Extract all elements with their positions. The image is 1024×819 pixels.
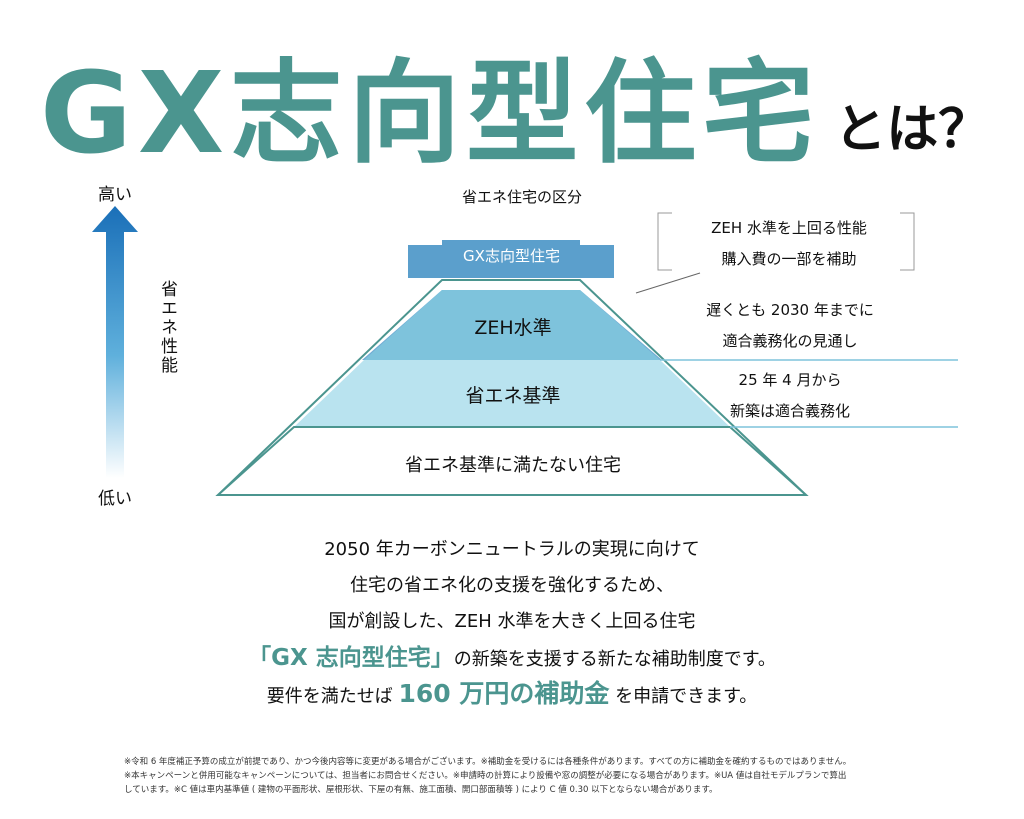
description-line-5-post: を申請できます。 [615,686,758,707]
axis-high-label: 高い [98,185,132,205]
pyramid-tier-zeh [364,290,660,360]
footnote-2: ※本キャンペーンと併用可能なキャンペーンについては、担当者にお問合せください。※… [124,771,847,781]
callout-bracket-right [900,212,915,271]
axis-label: 省エネ性能 [157,280,177,375]
callout-gx: ZEH 水準を上回る性能 購入費の一部を補助 [660,213,918,275]
footnote-1: ※令和 6 年度補正予算の成立が前提であり、かつ今後内容等に変更がある場合がござ… [124,757,852,767]
description-line-1: 2050 年カーボンニュートラルの実現に向けて [324,539,700,560]
title-suffix: とは？ [834,100,991,160]
callout-zeh-line1: 遅くとも 2030 年までに [706,301,874,319]
callout-gx-line1: ZEH 水準を上回る性能 [711,219,867,237]
axis-low-label: 低い [98,489,132,509]
tier-label-gx: GX志向型住宅 [463,247,560,265]
page-title: GX志向型住宅 とは？ [40,20,1000,170]
gx-highlight: 「GX 志向型住宅」 [248,645,454,671]
up-arrow-icon [92,206,138,478]
footnotes: ※令和 6 年度補正予算の成立が前提であり、かつ今後内容等に変更がある場合がござ… [124,755,904,797]
callout-bracket-left [657,212,672,271]
description-line-5-pre: 要件を満たせば [266,686,393,707]
callout-pointer [635,272,701,294]
pyramid-outline [215,279,809,496]
description-line-4-rest: の新築を支援する新たな補助制度です。 [453,649,776,670]
subsidy-amount: 160 万円の補助金 [398,679,610,708]
tier-label-zeh: ZEH水準 [474,317,552,339]
footnote-3: しています。※C 値は車内基準値 ( 建物の平面形状、屋根形状、下屋の有無、施工… [124,785,718,795]
callout-standard: 25 年 4 月から 新築は適合義務化 [680,365,900,427]
description-line-3: 国が創設した、ZEH 水準を大きく上回る住宅 [328,611,696,632]
callout-zeh-line2: 適合義務化の見通し [722,332,858,350]
callout-gx-line2: 購入費の一部を補助 [721,250,857,268]
callout-zeh: 遅くとも 2030 年までに 適合義務化の見通し [680,295,900,357]
tier-label-below: 省エネ基準に満たない住宅 [405,455,621,476]
description-line-2: 住宅の省エネ化の支援を強化するため、 [350,575,674,596]
callout-standard-line2: 新築は適合義務化 [729,402,850,420]
callout-standard-line1: 25 年 4 月から [738,371,842,389]
title-main: GX志向型住宅 [40,49,821,179]
pyramid-tier-standard [294,360,730,427]
description-line-4: 「GX 志向型住宅」の新築を支援する新たな補助制度です。 [160,640,864,676]
description: 2050 年カーボンニュートラルの実現に向けて 住宅の省エネ化の支援を強化するた… [160,532,864,712]
description-line-5: 要件を満たせば 160 万円の補助金 を申請できます。 [160,676,864,712]
pyramid-cap [408,240,614,278]
tier-label-standard: 省エネ基準 [465,385,561,407]
pyramid-heading: 省エネ住宅の区分 [461,188,582,206]
